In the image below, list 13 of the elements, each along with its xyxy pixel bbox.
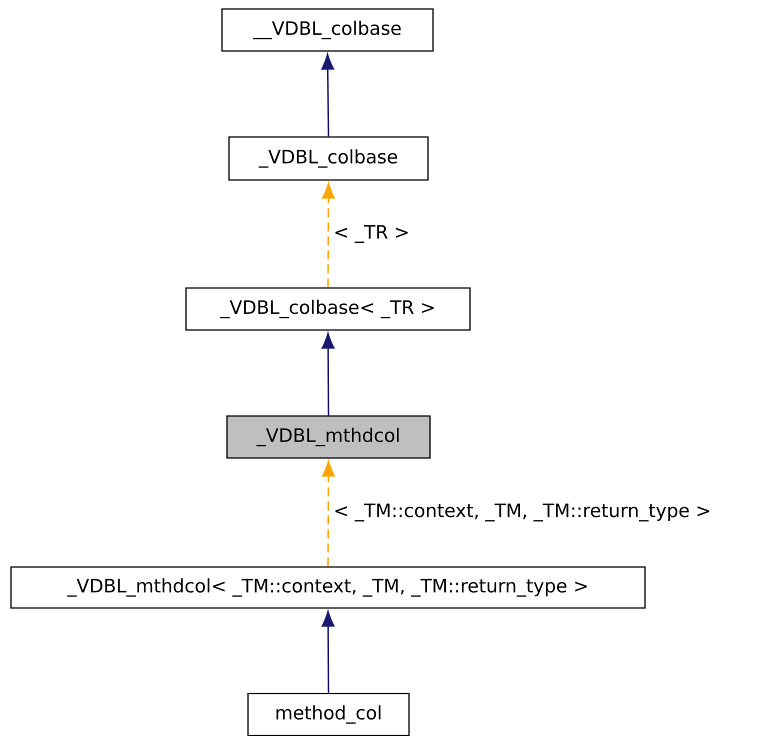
arrow bbox=[322, 332, 335, 416]
class-box: _VDBL_mthdcol< _TM::context, _TM, _TM::return_type > bbox=[10, 566, 646, 609]
class-box: method_col bbox=[247, 692, 410, 736]
class-box: __VDBL_colbase bbox=[221, 8, 434, 52]
edge-label: < _TR > bbox=[331, 223, 412, 245]
class-box: _VDBL_mthdcol bbox=[226, 415, 431, 459]
arrow bbox=[321, 54, 334, 136]
arrow bbox=[322, 460, 335, 566]
class-box: _VDBL_colbase bbox=[228, 136, 429, 181]
class-box: _VDBL_colbase< _TR > bbox=[185, 287, 471, 331]
arrow bbox=[322, 610, 335, 693]
edge-label: < _TM::context, _TM, _TM::return_type > bbox=[331, 502, 714, 524]
arrow bbox=[322, 182, 335, 288]
